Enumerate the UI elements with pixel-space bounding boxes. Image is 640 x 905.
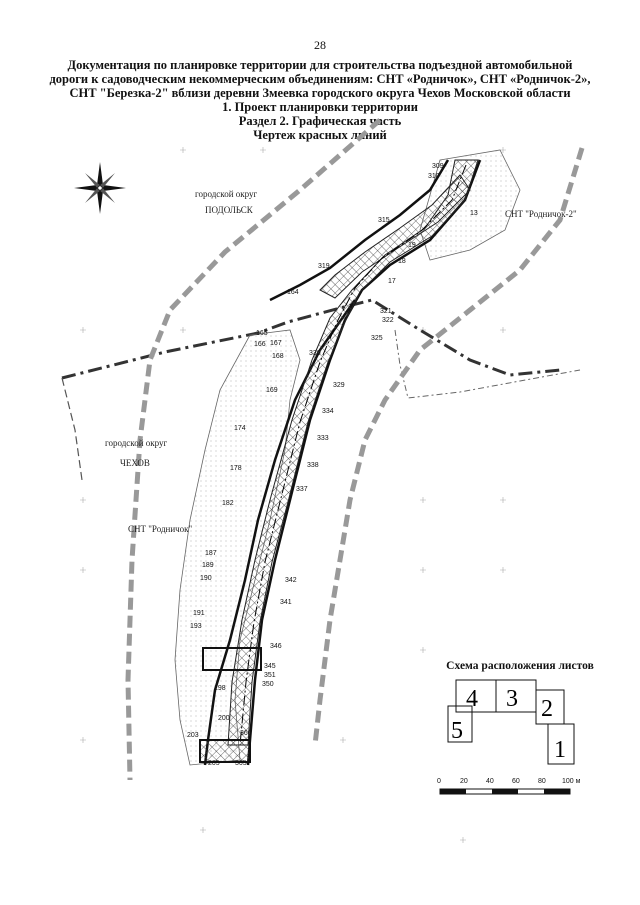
sheet-box-5 [447, 705, 473, 743]
label-podolsk: ПОДОЛЬСК [205, 205, 254, 215]
point-label: 330 [309, 350, 321, 357]
scale-tick: 20 [460, 778, 468, 785]
point-label: 325 [371, 335, 383, 342]
point-label: 191 [193, 610, 205, 617]
label-okrug-chekhov: городской округ [105, 438, 168, 448]
scale-tick: 80 [538, 778, 546, 785]
scale-tick: 0 [437, 778, 441, 785]
point-label: 164 [287, 289, 299, 296]
sheet-box-1 [547, 723, 575, 765]
point-label: 193 [190, 623, 202, 630]
municipal-boundary-west [61, 377, 83, 481]
point-label: 338 [307, 462, 319, 469]
sheet-number: 4 [466, 686, 478, 712]
point-label: 200 [218, 715, 230, 722]
sheet-layout-scheme: 4 3 2 5 1 [447, 679, 575, 765]
sheet-number: 5 [451, 718, 463, 744]
point-label: 334 [322, 408, 334, 415]
scale-tick: 60 [512, 778, 520, 785]
point-label: 187 [205, 550, 217, 557]
point-label: 18 [398, 258, 406, 265]
junction-south-2 [199, 739, 251, 763]
point-label: 190 [200, 575, 212, 582]
point-label: 167 [270, 340, 282, 347]
page-number: 28 [314, 38, 326, 52]
compass-rose-icon [74, 162, 126, 214]
point-label: 350 [262, 681, 274, 688]
point-label: 315 [378, 217, 390, 224]
point-label: 19 [408, 242, 416, 249]
point-label: 198 [214, 685, 226, 692]
point-label: 351 [264, 672, 276, 679]
red-line-west [269, 159, 450, 302]
sheet-number: 1 [554, 737, 566, 763]
point-label: 205 [208, 760, 220, 767]
header-line-1: Документация по планировке территории дл… [67, 58, 573, 72]
scheme-title: Схема расположения листов [446, 660, 594, 672]
header-line-4: 1. Проект планировки территории [222, 100, 418, 114]
header-line-6: Чертеж красных линий [253, 128, 387, 142]
sheet-number: 2 [541, 696, 553, 722]
header-line-5: Раздел 2. Графическая часть [238, 114, 402, 128]
header-line-3: СНТ "Березка-2" вблизи деревни Змеевка г… [69, 86, 571, 100]
point-label: 337 [296, 486, 308, 493]
point-label: 13 [470, 210, 478, 217]
zone-boundary-outer-west [125, 118, 382, 781]
point-label: 166 [254, 341, 266, 348]
point-label: 319 [318, 263, 330, 270]
document-header: Документация по планировке территории дл… [40, 58, 600, 142]
zone-boundary-outer-east [312, 147, 585, 746]
label-snt-rodnichok: СНТ "Родничок" [128, 524, 193, 534]
point-label: 341 [280, 599, 292, 606]
point-label: 360 [240, 730, 252, 737]
point-label: 178 [230, 465, 242, 472]
road-corridor-north-branch [319, 174, 471, 299]
junction-south-1 [202, 647, 262, 671]
municipal-boundary [61, 298, 561, 380]
point-label: 165 [256, 330, 268, 337]
point-label: 329 [333, 382, 345, 389]
point-label: 182 [222, 500, 234, 507]
scale-tick: 40 [486, 778, 494, 785]
point-label: 309 [432, 163, 444, 170]
label-chekhov: ЧЕХОВ [120, 458, 150, 468]
point-label: 322 [382, 317, 394, 324]
point-label: 169 [266, 387, 278, 394]
point-label: 333 [317, 435, 329, 442]
point-label: 174 [234, 425, 246, 432]
point-label: 365 [235, 760, 247, 767]
point-label: 321 [380, 308, 392, 315]
point-label: 17 [388, 278, 396, 285]
label-okrug-podolsk: городской округ [195, 189, 258, 199]
point-numbers: 309 310 315 319 164 165 166 167 168 169 … [187, 163, 478, 767]
boundary-east-thin [394, 329, 581, 399]
point-label: 346 [270, 643, 282, 650]
point-label: 168 [272, 353, 284, 360]
sheet-number: 3 [506, 686, 518, 712]
header-line-2: дороги к садоводческим некоммерческим об… [49, 72, 591, 86]
point-label: 310 [428, 173, 440, 180]
grid-marks [80, 147, 506, 843]
label-snt-rodnichok2: СНТ "Родничок-2" [505, 209, 577, 219]
point-label: 345 [264, 663, 276, 670]
point-label: 203 [187, 732, 199, 739]
point-label: 189 [202, 562, 214, 569]
scale-bar: 0 20 40 60 80 100 м [437, 778, 581, 795]
point-label: 342 [285, 577, 297, 584]
scale-tick: 100 м [562, 778, 581, 785]
